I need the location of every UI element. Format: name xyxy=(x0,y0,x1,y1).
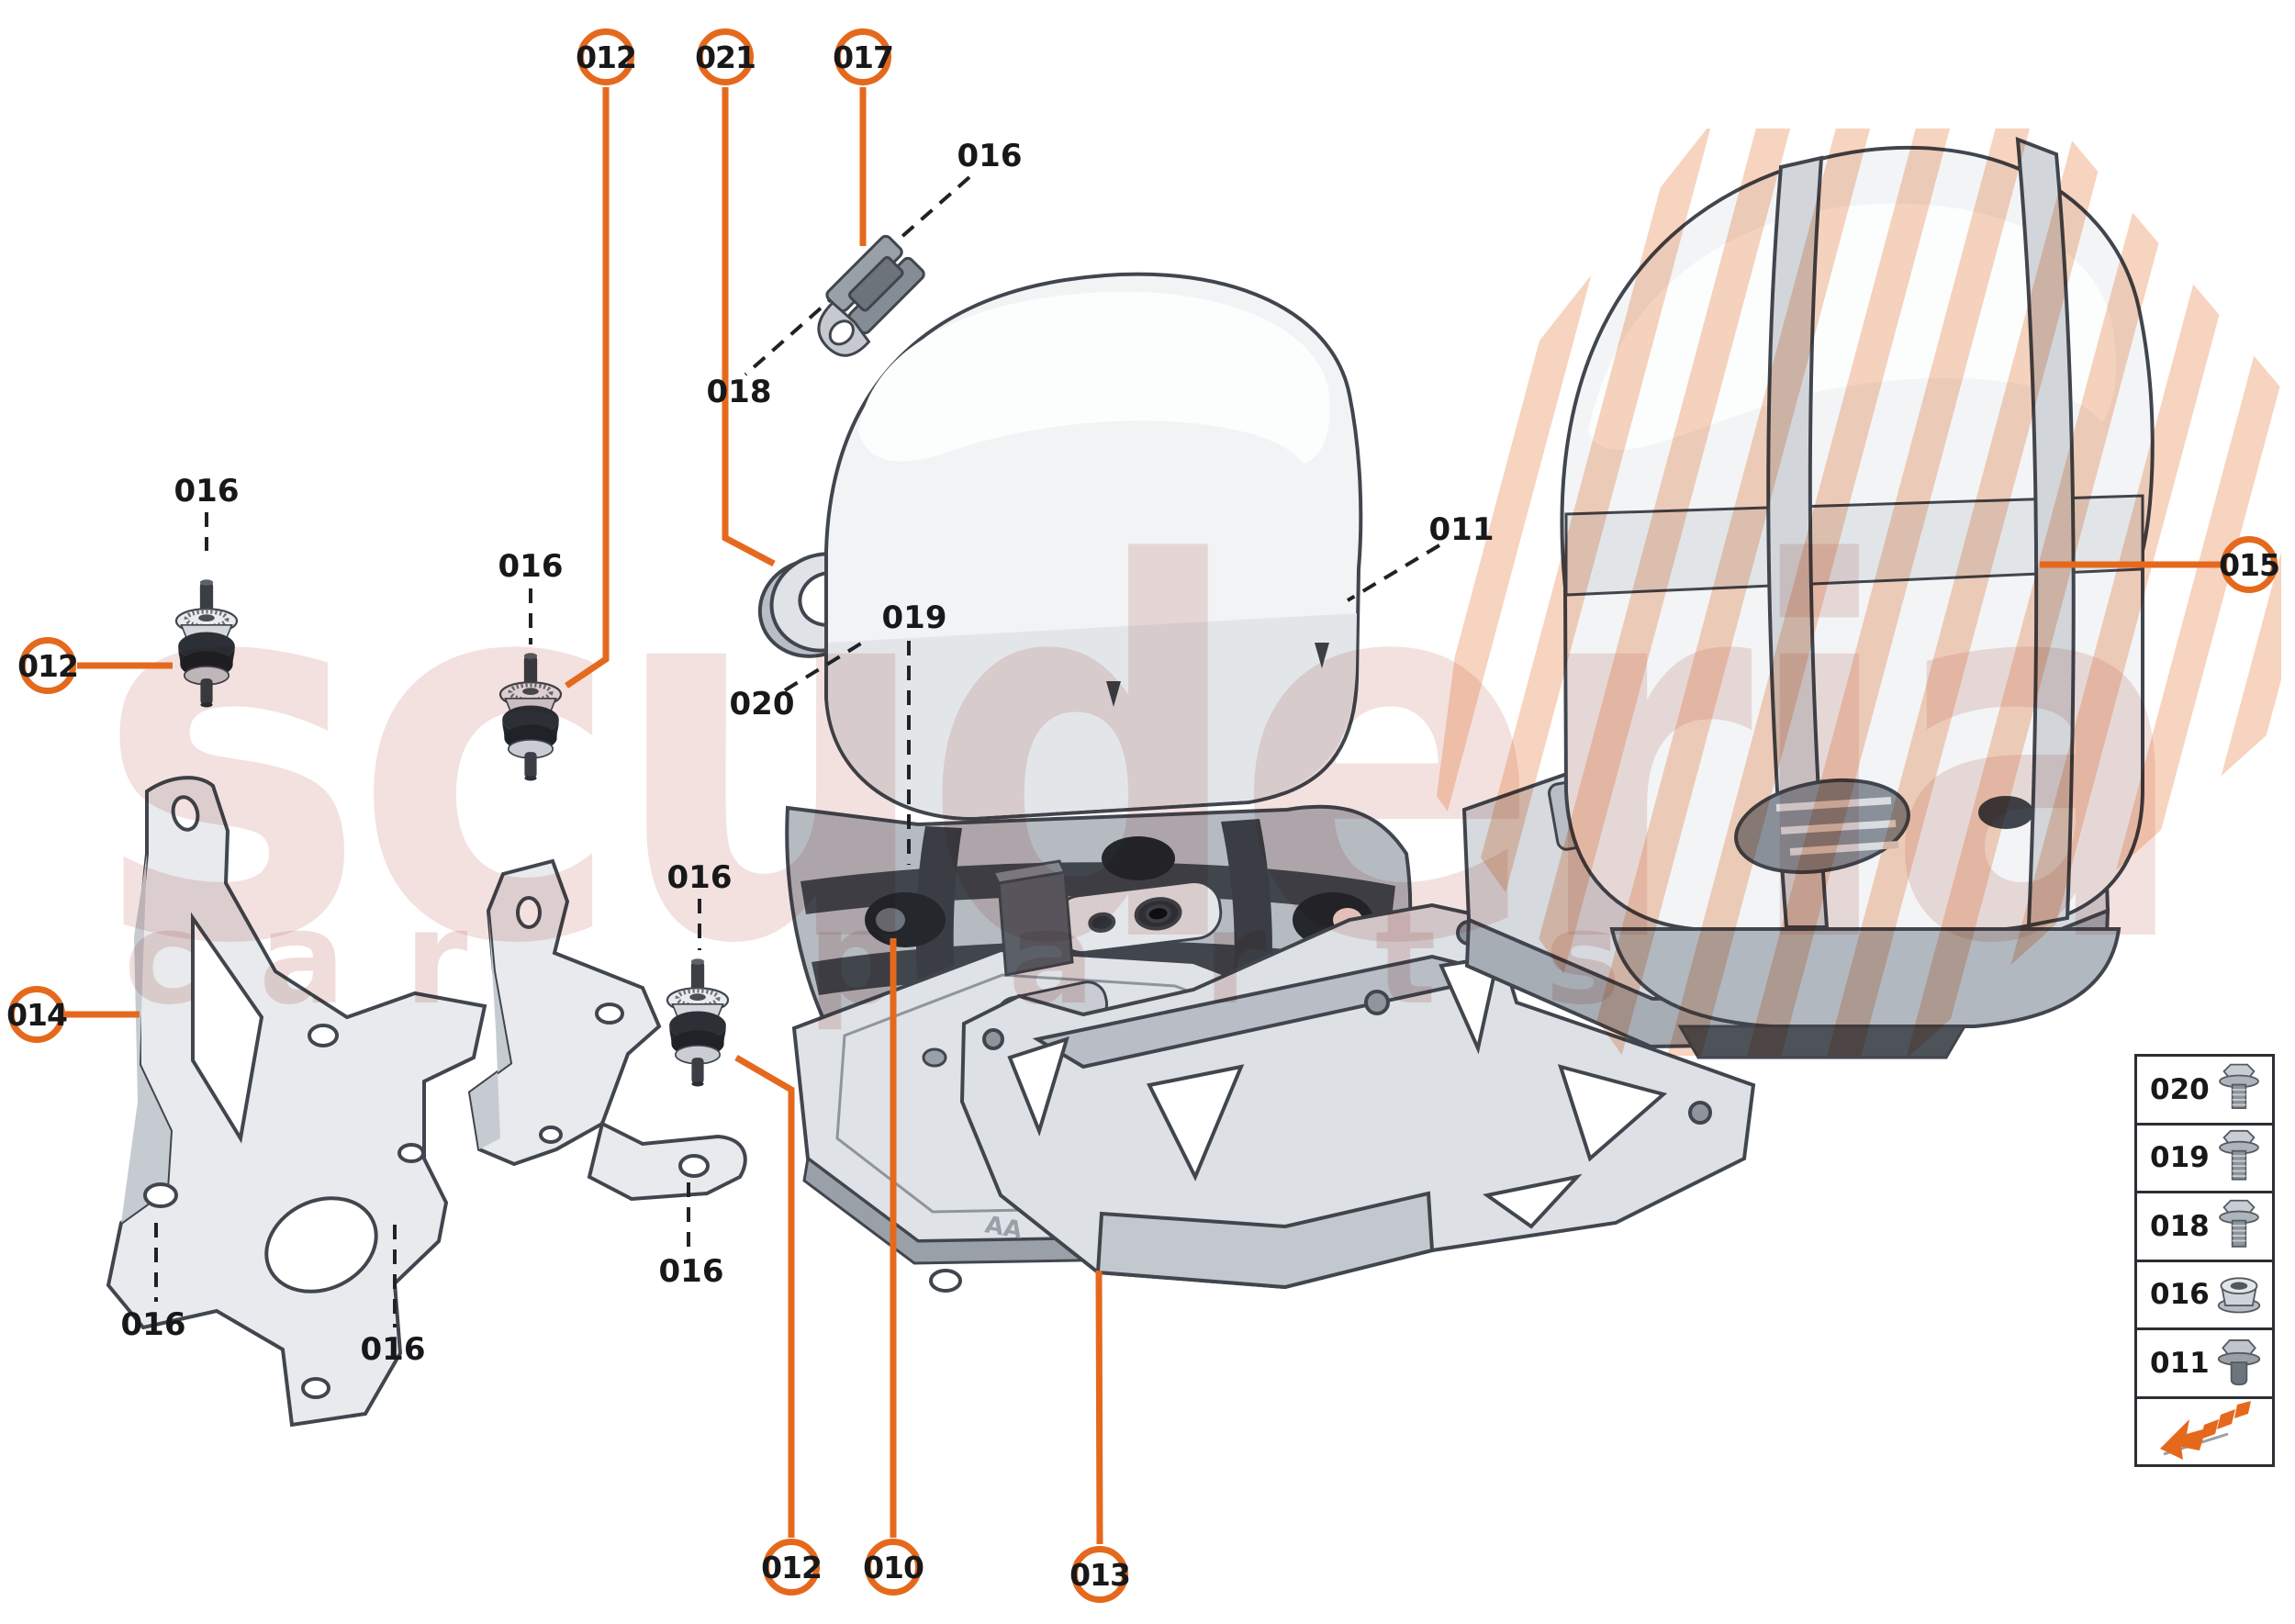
part-label-016-top-right: 016 xyxy=(957,138,1023,174)
legend-row-019[interactable]: 019 xyxy=(2137,1126,2272,1193)
part-label-018: 018 xyxy=(706,374,772,410)
bracket-hole xyxy=(516,896,542,929)
callout-017-top[interactable]: 017 xyxy=(833,28,894,85)
callout-010-bottom[interactable]: 010 xyxy=(863,1539,924,1596)
bracket-hole xyxy=(301,1377,330,1399)
bracket-hole xyxy=(678,1154,710,1178)
flange-nut-icon xyxy=(2217,1277,2261,1314)
callout-label: 015 xyxy=(2219,546,2280,583)
callout-021-top[interactable]: 021 xyxy=(695,28,756,85)
part-label-016-bottom-left2: 016 xyxy=(360,1331,426,1368)
part-label-016-bottom-mid: 016 xyxy=(658,1253,724,1290)
frame-cutout xyxy=(1557,1064,1668,1162)
bracket-hole xyxy=(143,1182,178,1208)
bracket-cutout xyxy=(191,912,264,1144)
bracket-hole xyxy=(595,1002,624,1025)
bracket-arm xyxy=(587,1121,747,1202)
legend-row-011[interactable]: 011 xyxy=(2137,1330,2272,1399)
callout-label: 014 xyxy=(6,996,68,1033)
part-label-016-left: 016 xyxy=(174,473,240,510)
part-label-020: 020 xyxy=(729,686,795,722)
legend-label: 020 xyxy=(2150,1072,2210,1106)
callout-label: 012 xyxy=(576,39,637,75)
bracket-cutout-oval xyxy=(264,1196,378,1294)
part-label-016-mid-mount: 016 xyxy=(666,859,733,896)
legend-label: 011 xyxy=(2150,1346,2210,1380)
frame-hole xyxy=(982,1028,1004,1050)
legend-label: 018 xyxy=(2150,1209,2210,1243)
frame-cutout xyxy=(1147,1064,1245,1182)
frame-cutout xyxy=(1483,1173,1583,1229)
callout-label: 012 xyxy=(761,1549,823,1585)
fastener-legend: 020 019 018 xyxy=(2134,1054,2275,1467)
legend-row-020[interactable]: 020 xyxy=(2137,1057,2272,1126)
leader-013-bottom xyxy=(1095,1270,1103,1545)
legend-row-arrow[interactable] xyxy=(2137,1399,2272,1465)
callout-leader-lines xyxy=(64,87,2221,1545)
callout-014-left[interactable]: 014 xyxy=(6,986,68,1043)
legend-label: 016 xyxy=(2150,1278,2210,1312)
pump-connector xyxy=(991,859,1074,977)
frame-hole xyxy=(1688,1101,1712,1125)
pump-dome-highlight xyxy=(858,291,1330,464)
flange-bolt-icon xyxy=(2219,1130,2259,1181)
bracket-hole xyxy=(539,1126,563,1144)
cover-strap xyxy=(2015,136,2076,928)
legend-row-016[interactable]: 016 xyxy=(2137,1262,2272,1330)
pump-marking: AA xyxy=(983,1211,1024,1245)
leader-011 xyxy=(1346,543,1441,602)
callout-013-bottom[interactable]: 013 xyxy=(1069,1546,1131,1603)
leader-012-top xyxy=(565,87,610,689)
callout-012-top[interactable]: 012 xyxy=(576,28,637,85)
part-label-011: 011 xyxy=(1428,511,1495,548)
part-label-016-bottom-left1: 016 xyxy=(120,1306,186,1343)
part-label-016-mid: 016 xyxy=(498,548,564,585)
frame-hole xyxy=(929,1269,962,1293)
bracket-hole xyxy=(171,795,200,832)
leader-021-top xyxy=(722,87,776,567)
part-label-leader-lines xyxy=(154,512,1441,1327)
callout-012-left[interactable]: 012 xyxy=(17,637,79,694)
callout-label: 010 xyxy=(863,1549,924,1585)
frame-front-wall xyxy=(1095,1191,1435,1290)
legend-label: 019 xyxy=(2150,1141,2210,1175)
hose-clamp-illustration xyxy=(817,234,925,357)
bracket-shading xyxy=(470,911,510,1149)
mounting-bracket-illustration xyxy=(106,776,487,1428)
frame-bracket-illustration xyxy=(929,902,1756,1293)
cover-slot xyxy=(1978,796,2033,829)
callout-015-right[interactable]: 015 xyxy=(2219,536,2280,593)
callout-012-bottom[interactable]: 012 xyxy=(761,1539,823,1596)
leader-012-bottom xyxy=(734,1054,795,1538)
callout-label: 021 xyxy=(695,39,756,75)
flange-bolt-icon xyxy=(2219,1063,2259,1109)
legend-row-018[interactable]: 018 xyxy=(2137,1193,2272,1262)
frame-cutout xyxy=(1007,1036,1070,1137)
part-label-019: 019 xyxy=(881,599,947,636)
callout-label: 013 xyxy=(1069,1556,1131,1593)
cover-highlight xyxy=(1588,203,2116,450)
short-bolt-icon xyxy=(2217,1338,2261,1385)
fuel-pump-cover-illustration xyxy=(1461,136,2155,1059)
cover-foot xyxy=(1677,1025,1967,1059)
support-bracket-illustration xyxy=(467,858,747,1202)
frame-hole xyxy=(1364,990,1390,1015)
flange-bolt-icon xyxy=(2219,1199,2259,1248)
cover-rim-band xyxy=(1564,494,2144,597)
leader-020 xyxy=(783,640,866,692)
bracket-shading xyxy=(121,854,171,1223)
callout-label: 017 xyxy=(833,39,894,75)
pump-body-band xyxy=(828,613,1357,817)
callout-label: 012 xyxy=(17,647,79,684)
pump-gasket-plate xyxy=(1054,879,1223,955)
bracket-hole xyxy=(397,1143,425,1163)
direction-arrow-icon xyxy=(2159,1401,2251,1461)
bracket-hole xyxy=(308,1024,339,1047)
